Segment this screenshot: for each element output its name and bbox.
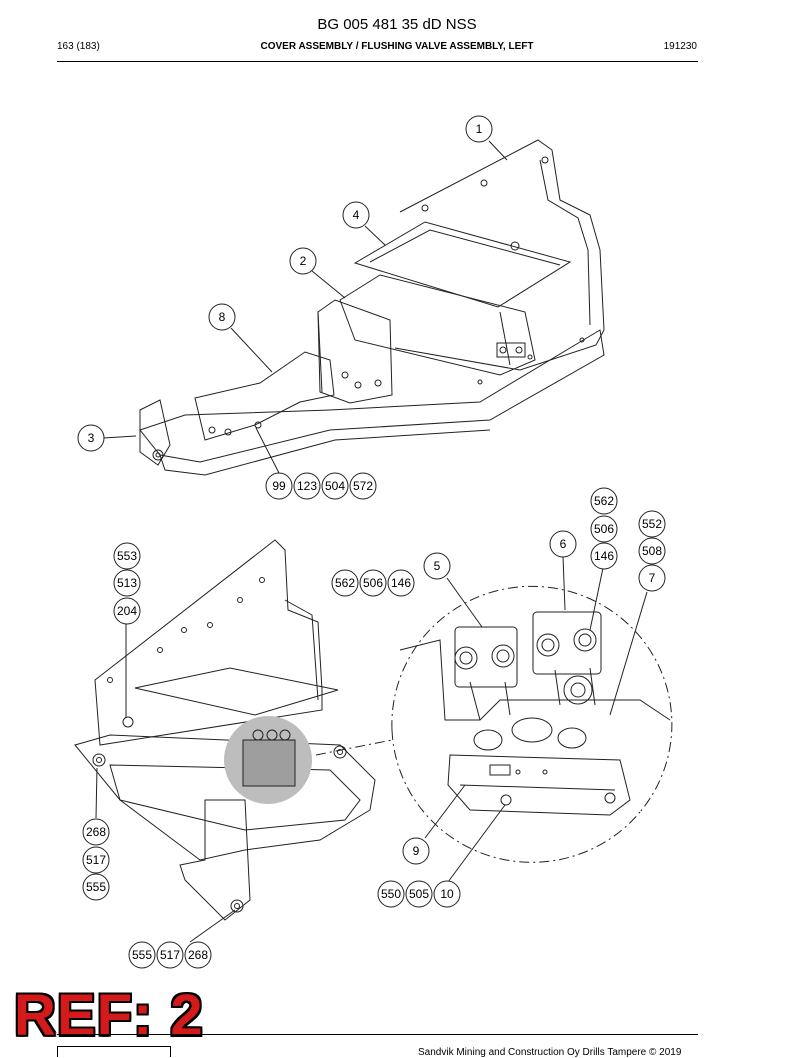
- callout-553: 553: [117, 549, 137, 563]
- callout-572: 572: [353, 479, 373, 493]
- valve-detail-drawing: [315, 585, 673, 863]
- callout-99: 99: [272, 479, 286, 493]
- callout-146-right: 146: [594, 549, 614, 563]
- callout-562-left: 562: [335, 576, 355, 590]
- callout-517-bottom: 517: [160, 948, 180, 962]
- callout-2: 2: [300, 254, 307, 268]
- company-logo: [57, 1046, 171, 1057]
- callout-506-right: 506: [594, 522, 614, 536]
- upper-assembly-drawing: [139, 139, 605, 476]
- section-title: COVER ASSEMBLY / FLUSHING VALVE ASSEMBLY…: [260, 41, 534, 52]
- callout-552: 552: [642, 517, 662, 531]
- callout-5: 5: [434, 559, 441, 573]
- callout-10: 10: [440, 887, 454, 901]
- callout-6: 6: [560, 537, 567, 551]
- callout-1: 1: [476, 122, 483, 136]
- callout-508: 508: [642, 544, 662, 558]
- callout-268-bottom: 268: [188, 948, 208, 962]
- callout-506-left: 506: [363, 576, 383, 590]
- callout-555-left: 555: [86, 880, 106, 894]
- callout-labels: 1 4 2 8 3 99 123 504 572 553 513 204 562…: [86, 122, 662, 962]
- leader-lines: [95, 140, 648, 943]
- page-number: 163 (183): [57, 41, 100, 52]
- footer-rule: [57, 1034, 698, 1035]
- callout-bubbles: [77, 115, 666, 969]
- callout-550: 550: [381, 887, 401, 901]
- callout-8: 8: [219, 310, 226, 324]
- callout-513: 513: [117, 576, 137, 590]
- callout-268-left: 268: [86, 825, 106, 839]
- callout-505: 505: [409, 887, 429, 901]
- lower-left-assembly-drawing: [74, 539, 376, 921]
- callout-504: 504: [325, 479, 345, 493]
- header-rule: [57, 61, 698, 62]
- ref-stamp: REF: 2: [14, 983, 204, 1048]
- callout-123: 123: [297, 479, 317, 493]
- callout-562-right: 562: [594, 494, 614, 508]
- callout-7: 7: [649, 571, 656, 585]
- callout-517-left: 517: [86, 853, 106, 867]
- callout-9: 9: [413, 844, 420, 858]
- callout-4: 4: [353, 208, 360, 222]
- callout-555-bottom: 555: [132, 948, 152, 962]
- document-title: BG 005 481 35 dD NSS: [317, 16, 477, 33]
- callout-146-left: 146: [391, 576, 411, 590]
- callout-204: 204: [117, 604, 137, 618]
- callout-3: 3: [88, 431, 95, 445]
- date-code: 191230: [663, 41, 697, 52]
